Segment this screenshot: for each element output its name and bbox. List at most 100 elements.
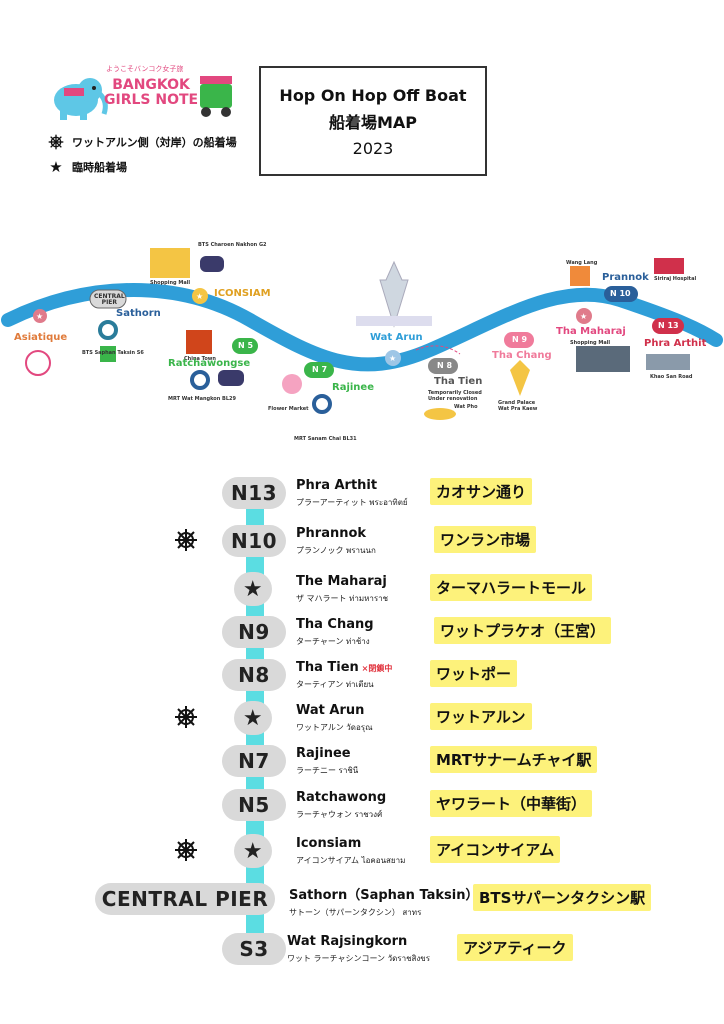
map-label-tha-chang: Tha Chang bbox=[492, 350, 552, 361]
map-note-tha-tien: Temporarily Closed Under renovation bbox=[428, 390, 482, 402]
pier-name-block: Sathorn（Saphan Taksin）サトーン（サパーンタクシン） สาท… bbox=[289, 884, 479, 919]
map-khao-san: Khao San Road bbox=[650, 374, 693, 380]
pier-reading: プラーアーティット พระอาทิตย์ bbox=[296, 498, 408, 507]
brand-tagline: ようこそバンコク女子旅 bbox=[106, 65, 184, 73]
ship-wheel-icon bbox=[48, 134, 64, 150]
map-shopping-mall-1: Shopping Mall bbox=[150, 280, 191, 286]
pier-reading: ラーチニー ราชินี bbox=[296, 766, 359, 775]
temporary-pier-badge: ★ bbox=[234, 572, 272, 606]
n10-marker bbox=[604, 286, 638, 302]
n5-marker bbox=[186, 330, 258, 390]
landmark-tag: MRTサナームチャイ駅 bbox=[430, 746, 598, 773]
map-label-asiatique: Asiatique bbox=[14, 332, 68, 343]
ship-wheel-icon bbox=[174, 705, 198, 733]
n13-marker bbox=[646, 258, 690, 370]
landmark-tag: ワットアルン bbox=[430, 703, 532, 730]
wat-arun-marker: ★ bbox=[356, 260, 432, 366]
map-code-n10: N 10 bbox=[610, 289, 631, 298]
ship-wheel-icon bbox=[174, 528, 198, 556]
pier-reading: ザ マハラート ท่ามหาราช bbox=[296, 594, 389, 603]
landmark-tag: ターマハラートモール bbox=[430, 574, 593, 601]
map-grand-palace: Grand Palace Wat Pra Kaew bbox=[498, 400, 538, 412]
svg-text:★: ★ bbox=[196, 292, 203, 301]
elephant-icon bbox=[54, 76, 232, 120]
landmark-tag: ワンラン市場 bbox=[434, 526, 537, 553]
title-box: Hop On Hop Off Boat 船着場MAP 2023 bbox=[259, 66, 487, 176]
landmark-tag: ワットポー bbox=[430, 660, 518, 687]
title-line1: Hop On Hop Off Boat bbox=[279, 86, 467, 105]
brand-name: BANGKOK GIRLS NOTE bbox=[104, 78, 198, 108]
pier-reading: ラーチャウォン ราชวงศ์ bbox=[296, 810, 383, 819]
pier-name: Ratchawong bbox=[296, 790, 387, 805]
legend-star: ★ 臨時船着場 bbox=[48, 158, 127, 176]
pier-reading: ワットアルン วัดอรุณ bbox=[296, 723, 373, 732]
map-code-n9: N 9 bbox=[512, 335, 528, 344]
iconsiam-marker: ★ bbox=[150, 248, 224, 304]
n8-marker bbox=[415, 345, 461, 420]
landmark-tag: ヤワラート（中華街） bbox=[430, 790, 593, 817]
pier-code-badge: S3 bbox=[222, 933, 286, 965]
pier-name: Phra Arthit bbox=[296, 478, 378, 493]
landmark-tag: アジアティーク bbox=[457, 934, 573, 961]
map-label-maharaj: Tha Maharaj bbox=[556, 326, 626, 337]
pier-name-block: Rajinee ラーチニー ราชินี bbox=[296, 746, 358, 777]
map-note-ratchawongse: MRT Wat Mangkon BL29 bbox=[168, 396, 236, 402]
pier-reading: サトーン（サパーンタクシン） สาทร bbox=[289, 908, 422, 917]
pier-code-badge: N10 bbox=[222, 525, 286, 557]
map-label-wat-arun: Wat Arun bbox=[370, 332, 423, 343]
river-svg: ★ ★ bbox=[1, 248, 723, 420]
pier-name-block: Wat Arun ワットアルン วัดอรุณ bbox=[296, 703, 373, 734]
map-label-phra-arthit: Phra Arthit bbox=[644, 338, 707, 349]
map-shopping-mall-2: Shopping Mall bbox=[570, 340, 611, 346]
maharaj-marker: ★ bbox=[570, 266, 630, 372]
legend-star-label: 臨時船着場 bbox=[72, 161, 127, 174]
map-china-town: China Town bbox=[184, 356, 216, 362]
legend-wheel-label: ワットアルン側（対岸）の船着場 bbox=[72, 136, 237, 149]
map-wang-lang: Wang Lang bbox=[566, 260, 598, 266]
landmark-tag: カオサン通り bbox=[430, 478, 533, 505]
pier-name: Rajinee bbox=[296, 746, 351, 761]
map-note-iconsiam: BTS Charoen Nakhon G2 bbox=[198, 242, 267, 248]
pier-name: Wat Arun bbox=[296, 703, 365, 718]
pier-code-badge: CENTRAL PIER bbox=[95, 883, 275, 915]
pier-name: Phrannok bbox=[296, 526, 367, 541]
pier-reading: ワット ラーチャシンコーン วัดราชสิงขร bbox=[287, 954, 431, 963]
pier-reading: アイコンサイアム ไอคอนสยาม bbox=[296, 856, 406, 865]
star-icon: ★ bbox=[49, 158, 63, 176]
pier-name: Tha Tien ×閉鎖中 bbox=[296, 660, 393, 675]
legend-wheel: ワットアルン側（対岸）の船着場 bbox=[48, 134, 237, 150]
map-note-sathorn: BTS Saphan Taksin S6 bbox=[82, 350, 144, 356]
pier-name-block: Phra Arthit プラーアーティット พระอาทิตย์ bbox=[296, 478, 408, 509]
landmark-tag: ワットプラケオ（王宮） bbox=[434, 617, 612, 644]
map-label-sathorn: Sathorn bbox=[116, 308, 161, 319]
n7-marker bbox=[282, 362, 334, 414]
temporary-pier-badge: ★ bbox=[234, 834, 272, 868]
svg-text:★: ★ bbox=[389, 354, 396, 363]
map-wat-pho: Wat Pho bbox=[454, 404, 478, 410]
pier-name: Iconsiam bbox=[296, 836, 362, 851]
title-year: 2023 bbox=[352, 139, 394, 158]
pier-reading: ターチャーン ท่าช้าง bbox=[296, 637, 370, 646]
pier-code-badge: N9 bbox=[222, 616, 286, 648]
map-label-rajinee: Rajinee bbox=[332, 382, 374, 393]
map-code-n5: N 5 bbox=[238, 341, 254, 350]
map-code-n13: N 13 bbox=[658, 321, 679, 330]
pier-name-block: Iconsiam アイコンサイアム ไอคอนสยาม bbox=[296, 836, 405, 867]
central-pier-marker bbox=[89, 289, 127, 362]
river-map: ★ ★ bbox=[0, 220, 724, 460]
map-code-n8: N 8 bbox=[437, 361, 453, 370]
pier-name-block: Phrannok プランノック พรานนก bbox=[296, 526, 376, 557]
pier-code-badge: N13 bbox=[222, 477, 286, 509]
pier-code-badge: N8 bbox=[222, 659, 286, 691]
pier-reading: ターティアン ท่าเตียน bbox=[296, 680, 374, 689]
pier-reading: プランノック พรานนก bbox=[296, 546, 376, 555]
map-label-prannok: Prannok bbox=[602, 272, 649, 283]
closed-badge: ×閉鎖中 bbox=[358, 664, 393, 673]
n9-marker bbox=[504, 332, 534, 396]
brand-line2: GIRLS NOTE bbox=[104, 92, 199, 108]
pier-code-badge: N5 bbox=[222, 789, 286, 821]
svg-text:★: ★ bbox=[36, 312, 43, 321]
